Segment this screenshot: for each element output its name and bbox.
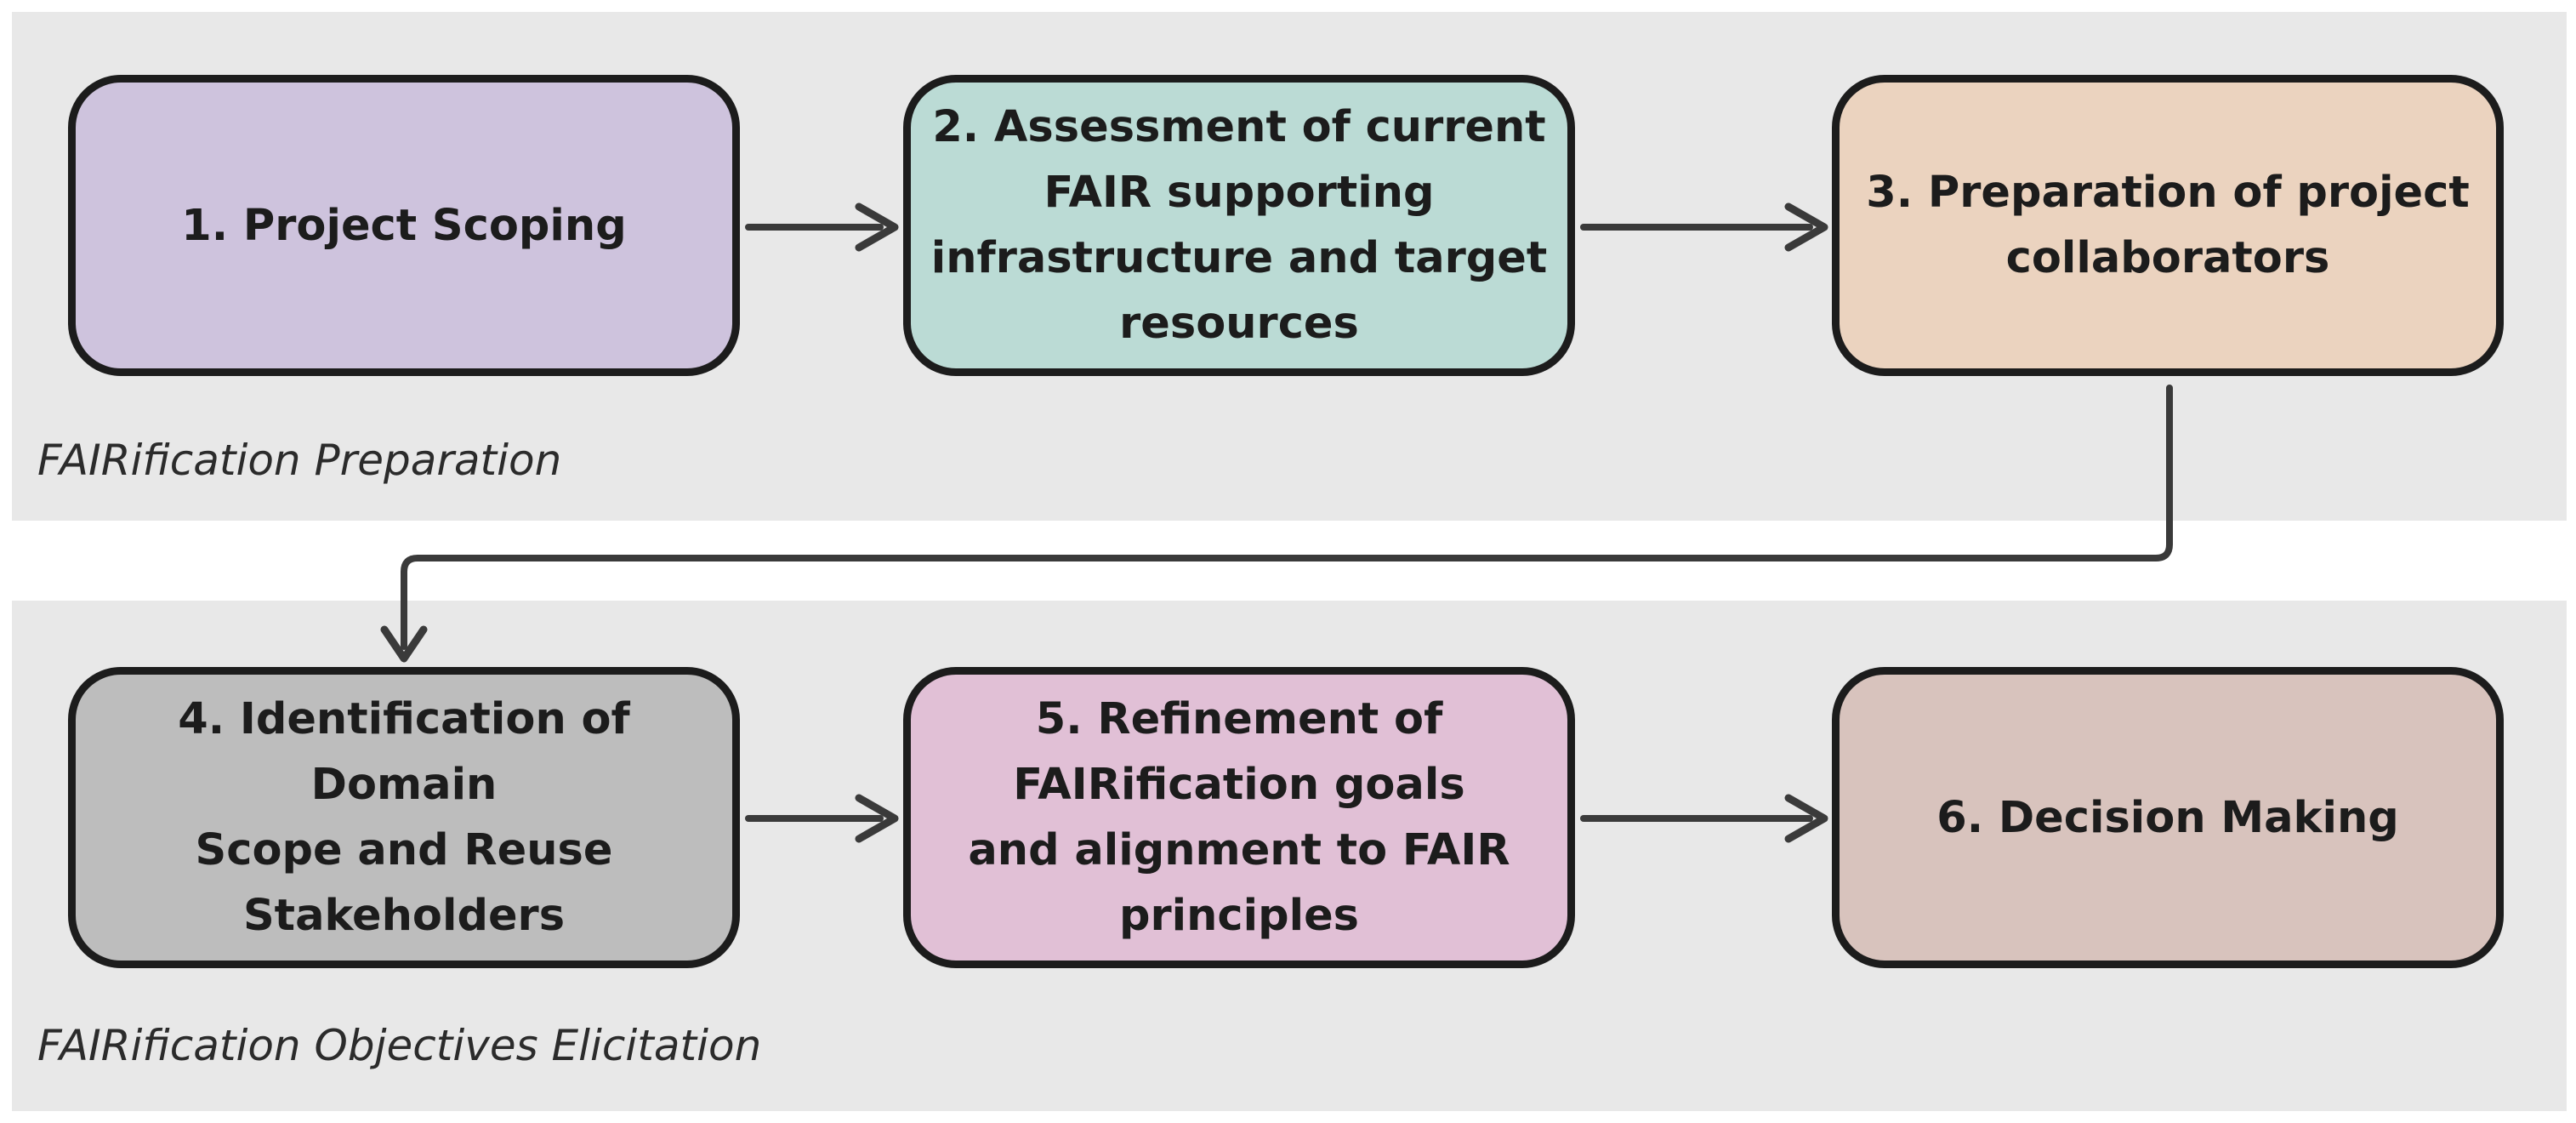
step-2-assessment: 2. Assessment of current FAIR supporting… — [903, 75, 1575, 376]
phase-label: FAIRification Preparation — [37, 436, 562, 485]
arrow-step1-to-step2 — [745, 202, 899, 252]
step-label: 4. Identification of Domain Scope and Re… — [178, 694, 630, 941]
step-5-refinement-of-goals: 5. Refinement of FAIRification goals and… — [903, 667, 1575, 968]
step-label: 2. Assessment of current FAIR supporting… — [930, 102, 1548, 349]
step-label: 1. Project Scoping — [181, 200, 627, 251]
step-label: 6. Decision Making — [1936, 792, 2399, 843]
phase-label: FAIRification Objectives Elicitation — [37, 1021, 762, 1070]
arrow-step5-to-step6 — [1580, 794, 1828, 843]
step-1-project-scoping: 1. Project Scoping — [68, 75, 740, 376]
step-label: 3. Preparation of project collaborators — [1866, 168, 2470, 283]
arrow-step2-to-step3 — [1580, 202, 1828, 252]
arrow-step3-to-step4 — [380, 385, 2173, 663]
step-label: 5. Refinement of FAIRification goals and… — [968, 694, 1510, 941]
step-4-identification-of-domain-scope: 4. Identification of Domain Scope and Re… — [68, 667, 740, 968]
step-3-preparation-of-collaborators: 3. Preparation of project collaborators — [1832, 75, 2504, 376]
arrow-step4-to-step5 — [745, 794, 899, 843]
step-6-decision-making: 6. Decision Making — [1832, 667, 2504, 968]
